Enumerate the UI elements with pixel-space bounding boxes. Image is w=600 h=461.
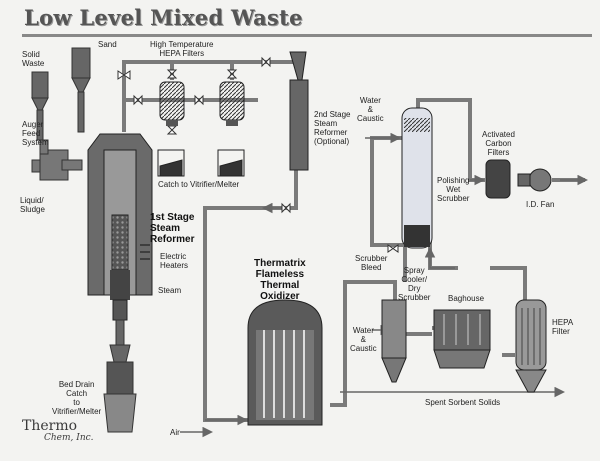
second-stage-reformer	[289, 51, 309, 171]
bed-drain-catch	[103, 319, 137, 433]
logo-sub: Chem, Inc.	[44, 433, 94, 443]
polishing-wet-scrubber	[401, 107, 433, 249]
hepa-filter-right	[515, 299, 547, 393]
hepa-filter-1	[159, 81, 185, 126]
id-fan-label: I.D. Fan	[526, 200, 555, 209]
thermochem-logo: Thermo Chem, Inc.	[22, 418, 94, 444]
baghouse-label: Baghouse	[448, 294, 485, 303]
first-stage-reformer-vessel	[87, 133, 153, 321]
solid-waste-label: Solid Waste	[22, 50, 45, 68]
liquid-sludge-label: Liquid/ Sludge	[20, 196, 45, 214]
thermatrix-oxidizer	[247, 299, 323, 426]
spent-sorbent-label: Spent Sorbent Solids	[425, 398, 501, 407]
hepa-filter-label: HEPA Filter	[552, 318, 574, 336]
water-caustic-top-label: Water & Caustic	[357, 96, 384, 123]
logo-main: Thermo	[22, 418, 78, 434]
sand-hopper	[71, 47, 91, 133]
air-label: Air	[170, 428, 180, 437]
electric-heaters-label: Electric Heaters	[160, 252, 189, 270]
polishing-scrubber-label: Polishing Wet Scrubber	[437, 176, 470, 203]
sand-label: Sand	[98, 40, 117, 49]
page-title: Low Level Mixed Waste	[24, 5, 303, 30]
catch-vitrifier-bins	[157, 149, 245, 177]
water-caustic-bottom-label: Water & Caustic	[350, 326, 377, 353]
bed-drain-label: Bed Drain Catch to Vitrifier/Melter	[52, 380, 102, 416]
solid-waste-hopper	[31, 71, 49, 141]
id-fan	[517, 168, 552, 192]
hepa-filter-2	[219, 81, 245, 126]
scrubber-bleed-label: Scrubber Bleed	[355, 254, 388, 272]
carbon-filter	[485, 159, 511, 199]
electric-heaters	[140, 244, 150, 260]
activated-carbon-label: Activated Carbon Filters	[482, 130, 515, 157]
auger-feed-system	[31, 139, 83, 181]
spray-cooler-label: Spray Cooler/ Dry Scrubber	[398, 266, 431, 302]
first-stage-reformer-label: 1st Stage Steam Reformer	[150, 212, 195, 245]
hepa-filters-top-label: High Temperature HEPA Filters	[150, 40, 214, 58]
second-stage-reformer-label: 2nd Stage Steam Reformer (Optional)	[314, 110, 351, 146]
title-divider	[22, 34, 592, 37]
spray-cooler-dry-scrubber	[381, 299, 407, 383]
valves	[117, 56, 399, 253]
auger-feed-label: Auger Feed System	[22, 120, 49, 147]
steam-label: Steam	[158, 286, 182, 295]
catch-vitrifier-label: Catch to Vitrifier/Melter	[158, 180, 240, 189]
baghouse	[433, 309, 491, 369]
thermatrix-label: Thermatrix Flameless Thermal Oxidizer	[254, 258, 306, 302]
